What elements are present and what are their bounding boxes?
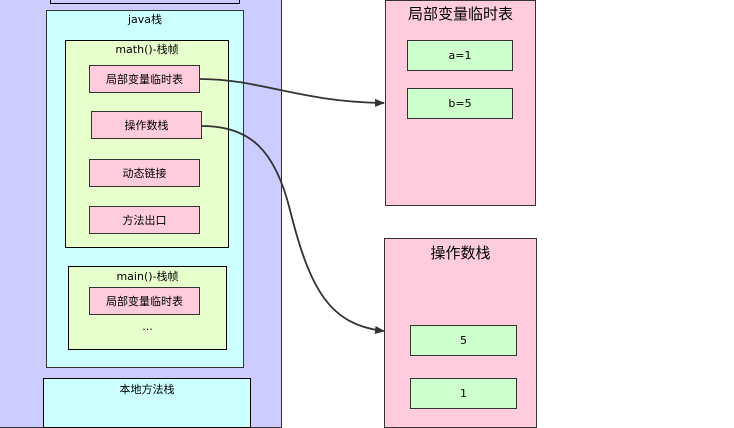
java-stack-title: java栈 xyxy=(127,13,163,26)
main-frame-ellipsis: ... xyxy=(142,320,153,333)
native-method-stack xyxy=(43,378,251,428)
math-operand-stack: 操作数栈 xyxy=(91,111,202,139)
main-local-var-table: 局部变量临时表 xyxy=(89,287,200,315)
local-var-entry-a: a=1 xyxy=(407,40,513,71)
main-frame-title: main()-栈帧 xyxy=(116,270,179,283)
native-method-stack-title: 本地方法栈 xyxy=(119,383,175,396)
arrow-to-operand-stack xyxy=(201,125,385,334)
arrow-to-local-var-table xyxy=(199,78,385,107)
math-frame-title: math()-栈帧 xyxy=(115,43,179,56)
operand-entry-5: 5 xyxy=(410,325,517,356)
math-method-exit: 方法出口 xyxy=(89,206,200,234)
top-region-stub xyxy=(50,0,240,4)
local-var-table-title: 局部变量临时表 xyxy=(407,5,513,23)
local-var-entry-b: b=5 xyxy=(407,88,513,119)
math-local-var-table: 局部变量临时表 xyxy=(89,65,200,93)
math-dynamic-link: 动态链接 xyxy=(89,159,200,187)
operand-stack-title: 操作数栈 xyxy=(430,244,491,262)
operand-entry-1: 1 xyxy=(410,378,517,409)
